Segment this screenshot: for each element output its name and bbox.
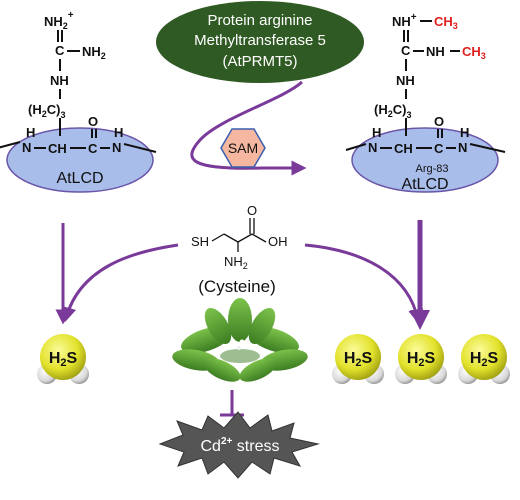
cysteine-structure: SH O OH NH2 (Cysteine) (191, 203, 288, 296)
left-chain: (H (28, 102, 42, 117)
left-bb-o: O (88, 114, 98, 129)
right-nh: NH (396, 73, 415, 88)
svg-text:(H2C)3: (H2C)3 (28, 102, 65, 120)
left-bb-h-right: H (114, 125, 123, 140)
right-chain-count: 3 (406, 110, 411, 120)
enzyme-line1: Protein arginine (207, 12, 312, 29)
h2s-molecule-right-2: H2S (395, 334, 447, 384)
enzyme-line3: (AtPRMT5) (223, 53, 298, 70)
h2s-label: H2S (49, 350, 78, 369)
sulfur-atom (398, 334, 444, 380)
left-nh2-side: NH (82, 44, 101, 59)
cadmium-stress-burst: Cd2+ stress (158, 411, 320, 479)
stress-prefix: Cd (201, 438, 221, 455)
right-position-label: Arg-83 (415, 163, 448, 175)
sulfur-atom (335, 334, 381, 380)
right-domain-label: AtLCD (401, 176, 448, 193)
h2s-label: H2S (344, 350, 373, 369)
stress-star-shape (158, 411, 320, 479)
right-bb-n-left: N (368, 140, 377, 155)
cys-oh: OH (268, 234, 288, 249)
svg-text:Cd2+ stress: Cd2+ stress (201, 436, 280, 455)
left-nh2plus: NH (44, 14, 63, 29)
right-nh-side: NH (426, 44, 445, 59)
right-bb-h-left: H (372, 125, 381, 140)
left-c: C (55, 43, 65, 58)
h2s-molecules: H2S H2S H2S H2S (37, 334, 510, 384)
right-bb-ch: CH (394, 141, 413, 156)
right-methyl2: CH (462, 44, 481, 59)
cys-name: (Cysteine) (198, 277, 275, 296)
h2s-label: H2S (407, 350, 436, 369)
right-chain-close: C) (393, 102, 407, 117)
left-nh: NH (50, 73, 69, 88)
left-chain-close: C) (47, 102, 61, 117)
svg-text:CH3: CH3 (462, 44, 486, 61)
h2s-label: H2S (470, 350, 499, 369)
stress-suffix: stress (232, 438, 279, 455)
left-chain-sub: 2 (42, 109, 47, 119)
methylation-arrow (190, 80, 307, 176)
left-curved-arrow (61, 243, 179, 323)
sam-cofactor: SAM (220, 128, 266, 168)
right-methyl2-sub: 3 (481, 51, 486, 61)
enzyme-ellipse (156, 1, 364, 83)
sulfur-atom (40, 334, 86, 380)
stress-sup: 2+ (221, 436, 233, 447)
cys-nh2-sub: 2 (243, 261, 248, 271)
right-chain-sub: 2 (388, 109, 393, 119)
right-nhplus: NH (392, 14, 411, 29)
svg-text:(H2C)3: (H2C)3 (374, 102, 411, 120)
left-chain-count: 3 (60, 110, 65, 120)
left-arginine-residue: AtLCD NH2+ C NH2 NH (H2C)3 H N CH C O H … (0, 10, 157, 193)
right-chain: (H (374, 102, 388, 117)
left-nh2plus-sub: 2 (63, 21, 68, 31)
svg-text:NH2: NH2 (224, 254, 248, 271)
left-domain-label: AtLCD (56, 170, 103, 187)
h2s-molecule-right-1: H2S (332, 334, 384, 384)
enzyme-line2: Methyltransferase 5 (194, 32, 326, 49)
svg-text:NH+: NH+ (392, 12, 417, 29)
right-methylated-arginine: Arg-83 AtLCD NH+ CH3 C NH CH3 NH (H2C)3 … (345, 12, 506, 193)
right-bb-n-right: N (458, 140, 467, 155)
enzyme-label: Protein arginine Methyltransferase 5 (At… (156, 1, 364, 83)
right-bb-h-right: H (460, 125, 469, 140)
svg-text:NH2: NH2 (82, 44, 106, 61)
sulfur-atom (461, 334, 507, 380)
right-domain-ellipse (351, 127, 499, 193)
left-bb-n-left: N (22, 140, 31, 155)
cys-nh2: NH (224, 254, 243, 269)
svg-text:CH3: CH3 (434, 14, 458, 31)
svg-text:NH2+: NH2+ (44, 10, 74, 31)
right-methyl1-sub: 3 (453, 21, 458, 31)
right-bb-o: O (434, 114, 444, 129)
cys-sh: SH (191, 234, 209, 249)
right-charge: + (411, 12, 417, 23)
h2s-molecule-right-3: H2S (458, 334, 510, 384)
right-curved-arrow (304, 243, 424, 325)
left-charge: + (68, 10, 74, 21)
sam-hexagon (220, 128, 266, 168)
h2s-molecule-left: H2S (37, 334, 89, 384)
left-bb-ch: CH (48, 141, 67, 156)
right-c: C (401, 43, 411, 58)
left-domain-ellipse (6, 127, 154, 193)
arabidopsis-plant-icon (172, 298, 308, 382)
cys-o: O (247, 203, 257, 218)
left-nh2-side-sub: 2 (101, 51, 106, 61)
left-bb-c: C (88, 141, 98, 156)
right-methyl1: CH (434, 14, 453, 29)
left-bb-n-right: N (112, 140, 121, 155)
left-bb-h-left: H (26, 125, 35, 140)
right-bb-c: C (434, 141, 444, 156)
sam-label: SAM (228, 140, 258, 156)
